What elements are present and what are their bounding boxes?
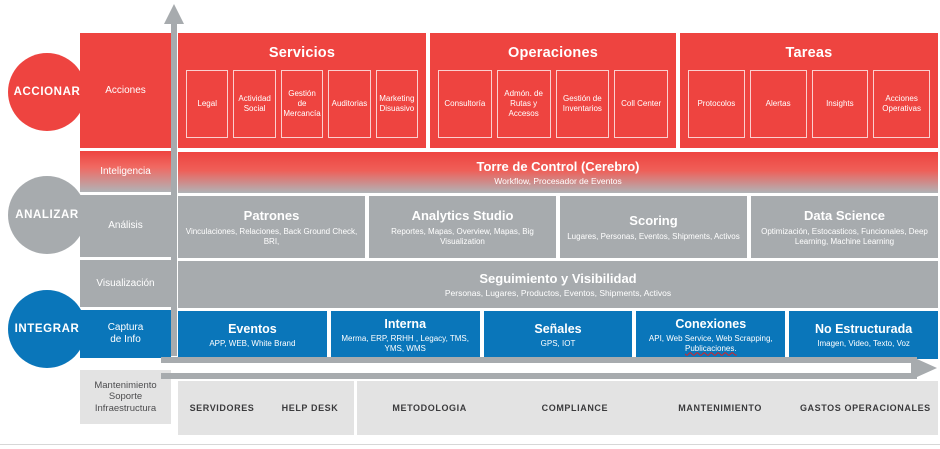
- stage-mantenimiento-line2: Soporte: [108, 391, 143, 403]
- action-group-servicios-chips: Legal Actividad Social Gestión de Mercan…: [186, 70, 419, 138]
- maturity-circle-accionar-label: ACCIONAR: [13, 85, 81, 98]
- capture-card-interna[interactable]: Interna Merma, ERP, RRHH , Legacy, TMS, …: [330, 311, 480, 359]
- capture-card-eventos-title: Eventos: [228, 321, 277, 336]
- action-group-operaciones-chips: Consultoría Admón. de Rutas y Accesos Ge…: [438, 70, 668, 138]
- rightward-arrow-icon: [161, 357, 937, 379]
- maturity-circle-analizar-label: ANALIZAR: [15, 208, 79, 221]
- chip-gestion-de-inventarios[interactable]: Gestión de Inventarios: [555, 70, 610, 138]
- chip-actividad-social[interactable]: Actividad Social: [233, 70, 276, 138]
- capture-card-interna-subtitle: Merma, ERP, RRHH , Legacy, TMS, YMS, WMS: [341, 333, 469, 353]
- capture-card-no-estructurada-title: No Estructurada: [814, 321, 913, 336]
- capture-card-conexiones-title: Conexiones: [675, 316, 747, 331]
- action-group-operaciones-title: Operaciones: [507, 45, 599, 61]
- action-group-servicios: Servicios Legal Actividad Social Gestión…: [178, 33, 426, 148]
- chip-marketing-disuasivo[interactable]: Marketing Disuasivo: [375, 70, 419, 138]
- visibility-band-subtitle: Personas, Lugares, Productos, Eventos, S…: [444, 287, 672, 298]
- chip-admon-de-rutas-y-accesos[interactable]: Admón. de Rutas y Accesos: [496, 70, 551, 138]
- operations-group-infrastructure: SERVIDORES HELP DESK: [178, 381, 354, 435]
- chip-acciones-operativas[interactable]: Acciones Operativas: [873, 70, 930, 138]
- stage-mantenimiento-soporte: Mantenimiento Soporte Infraestructura: [80, 370, 171, 424]
- stage-mantenimiento-line1: Mantenimiento: [94, 379, 157, 391]
- analysis-card-scoring[interactable]: Scoring Lugares, Personas, Eventos, Ship…: [560, 196, 747, 258]
- chip-auditorias[interactable]: Auditorias: [328, 70, 371, 138]
- analysis-card-patrones[interactable]: Patrones Vinculaciones, Relaciones, Back…: [178, 196, 365, 258]
- analysis-card-patrones-subtitle: Vinculaciones, Relaciones, Back Ground C…: [185, 226, 358, 246]
- operations-row: SERVIDORES HELP DESK METODOLOGIA COMPLIA…: [178, 381, 938, 435]
- action-groups-row: Servicios Legal Actividad Social Gestión…: [178, 33, 938, 148]
- maturity-circle-accionar: ACCIONAR: [8, 53, 86, 131]
- chip-alertas[interactable]: Alertas: [749, 70, 807, 138]
- capture-card-conexiones[interactable]: Conexiones API, Web Service, Web Scrappi…: [636, 311, 786, 359]
- chip-legal[interactable]: Legal: [186, 70, 229, 138]
- capture-card-interna-title: Interna: [384, 316, 427, 331]
- analysis-card-data-science-title: Data Science: [804, 207, 885, 223]
- upward-arrow-icon: [164, 4, 184, 356]
- stage-visualizacion-label: Visualización: [96, 277, 155, 289]
- capture-card-senales[interactable]: Señales GPS, IOT: [483, 311, 633, 359]
- stage-inteligencia-label: Inteligencia: [100, 165, 151, 177]
- maturity-circle-integrar-label: INTEGRAR: [14, 322, 80, 335]
- chip-insights[interactable]: Insights: [811, 70, 869, 138]
- capture-card-conexiones-subtitle: API, Web Service, Web Scrapping, Publica…: [641, 334, 780, 354]
- operations-cell-metodologia[interactable]: METODOLOGIA: [392, 402, 467, 413]
- analysis-card-scoring-subtitle: Lugares, Personas, Eventos, Shipments, A…: [567, 231, 740, 241]
- chip-gestion-de-mercancia[interactable]: Gestión de Mercancía: [280, 70, 324, 138]
- stage-captura-label-line1: Captura: [107, 322, 144, 333]
- analysis-card-analytics-studio-title: Analytics Studio: [411, 207, 514, 223]
- analysis-card-analytics-studio[interactable]: Analytics Studio Reportes, Mapas, Overvi…: [369, 196, 556, 258]
- visibility-band: Seguimiento y Visibilidad Personas, Luga…: [178, 261, 938, 308]
- footer-divider: [0, 444, 940, 445]
- capture-card-eventos[interactable]: Eventos APP, WEB, White Brand: [178, 311, 327, 359]
- capture-cards-row: Eventos APP, WEB, White Brand Interna Me…: [178, 311, 938, 359]
- stage-inteligencia: Inteligencia: [80, 151, 171, 192]
- stage-analisis-label: Análisis: [108, 220, 143, 231]
- operations-cell-servidores[interactable]: SERVIDORES: [189, 402, 255, 413]
- maturity-circle-integrar: INTEGRAR: [8, 290, 86, 368]
- control-tower-subtitle: Workflow, Procesador de Eventos: [494, 175, 622, 186]
- analysis-cards-row: Patrones Vinculaciones, Relaciones, Back…: [178, 196, 938, 258]
- capture-card-senales-title: Señales: [534, 321, 582, 336]
- stage-mantenimiento-line3: Infraestructura: [94, 402, 157, 414]
- stage-captura-label-line2: de Info: [110, 334, 141, 345]
- spellcheck-misspelled-word: Publicaciones.: [684, 343, 737, 353]
- stage-column: Acciones Inteligencia Análisis Visualiza…: [80, 33, 171, 427]
- control-tower-title: Torre de Control (Cerebro): [476, 158, 640, 174]
- action-group-servicios-title: Servicios: [268, 45, 336, 61]
- action-group-tareas-title: Tareas: [785, 45, 833, 61]
- stage-visualizacion: Visualización: [80, 260, 171, 307]
- operations-group-governance: METODOLOGIA COMPLIANCE MANTENIMIENTO GAS…: [357, 381, 938, 435]
- stage-analisis: Análisis: [80, 195, 171, 257]
- visibility-band-title: Seguimiento y Visibilidad: [479, 270, 637, 286]
- analysis-card-patrones-title: Patrones: [243, 207, 300, 223]
- stage-captura-de-info: Captura de Info: [80, 310, 171, 358]
- chip-coll-center[interactable]: Coll Center: [614, 70, 668, 138]
- action-group-operaciones: Operaciones Consultoría Admón. de Rutas …: [430, 33, 676, 148]
- analysis-card-data-science-subtitle: Optimización, Estocasticos, Funcionales,…: [761, 226, 928, 246]
- action-group-tareas: Tareas Protocolos Alertas Insights Accio…: [680, 33, 938, 148]
- chip-consultoria[interactable]: Consultoría: [438, 70, 492, 138]
- capture-card-no-estructurada[interactable]: No Estructurada Imagen, Video, Texto, Vo…: [789, 311, 938, 359]
- capture-card-no-estructurada-subtitle: Imagen, Video, Texto, Voz: [817, 338, 910, 348]
- capture-card-senales-subtitle: GPS, IOT: [540, 338, 576, 348]
- operations-cell-help-desk[interactable]: HELP DESK: [281, 402, 339, 413]
- capture-card-eventos-subtitle: APP, WEB, White Brand: [209, 338, 296, 348]
- analysis-card-scoring-title: Scoring: [629, 212, 678, 228]
- analysis-card-analytics-studio-subtitle: Reportes, Mapas, Overview, Mapas, Big Vi…: [391, 226, 534, 246]
- analysis-card-data-science[interactable]: Data Science Optimización, Estocasticos,…: [751, 196, 938, 258]
- stage-acciones: Acciones: [80, 33, 171, 148]
- control-tower-band: Torre de Control (Cerebro) Workflow, Pro…: [178, 152, 938, 193]
- operations-cell-mantenimiento[interactable]: MANTENIMIENTO: [678, 402, 762, 413]
- main-stack: Servicios Legal Actividad Social Gestión…: [178, 33, 938, 359]
- operations-cell-gastos-operacionales[interactable]: GASTOS OPERACIONALES: [799, 402, 931, 413]
- stage-acciones-label: Acciones: [105, 84, 146, 96]
- action-group-tareas-chips: Protocolos Alertas Insights Acciones Ope…: [688, 70, 930, 138]
- chip-protocolos[interactable]: Protocolos: [688, 70, 745, 138]
- operations-cell-compliance[interactable]: COMPLIANCE: [541, 402, 609, 413]
- maturity-circle-analizar: ANALIZAR: [8, 176, 86, 254]
- capture-card-conexiones-subtitle-text: API, Web Service, Web Scrapping,: [648, 333, 773, 343]
